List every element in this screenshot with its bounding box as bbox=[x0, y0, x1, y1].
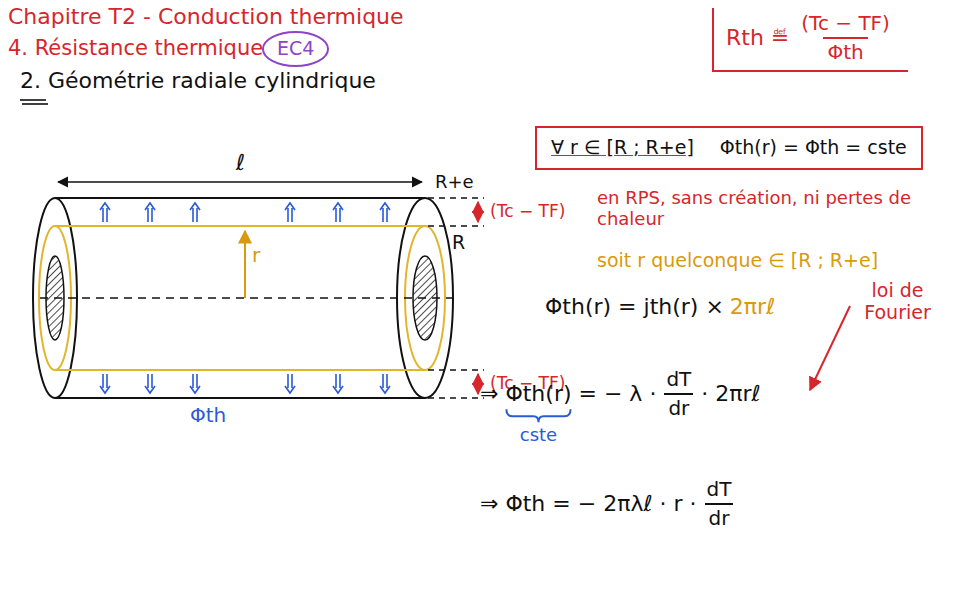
variable-note: soit r quelconque ∈ [R ; R+e] bbox=[597, 250, 878, 272]
denominator: dr bbox=[664, 393, 693, 420]
numerator: (Tc − TF) bbox=[797, 12, 894, 37]
denominator: Φth bbox=[823, 37, 867, 64]
flux-label: Φth bbox=[190, 404, 226, 427]
equation-row: ⇒ Φth = − 2πλℓ · r ·dTdr bbox=[480, 478, 735, 530]
hypothesis-note: en RPS, sans création, ni pertes de chal… bbox=[597, 188, 947, 229]
outer-radius-label: R+e bbox=[435, 172, 474, 193]
flux-constant: Φth(r) = Φth = cste bbox=[720, 137, 907, 159]
flux-arrow bbox=[100, 203, 110, 222]
line-shape bbox=[55, 369, 425, 371]
fraction: dTdr bbox=[703, 478, 736, 530]
chapter-title: Chapitre T2 - Conduction thermique bbox=[8, 4, 404, 29]
flux-arrow bbox=[333, 203, 343, 222]
course-code-circle: EC4 bbox=[262, 31, 329, 67]
line-shape bbox=[428, 225, 484, 226]
numerator: dT bbox=[703, 478, 736, 503]
flux-arrow bbox=[380, 374, 390, 393]
flux-arrow bbox=[145, 203, 155, 222]
temperature-difference: (Tc − TF) bbox=[490, 202, 565, 222]
line-shape bbox=[428, 397, 484, 398]
fourier-arrow bbox=[810, 306, 850, 390]
length-label: ℓ bbox=[236, 150, 245, 175]
domain-condition: ∀ r ∈ [R ; R+e] bbox=[551, 137, 694, 159]
radius-guides bbox=[428, 198, 484, 398]
length-arrow bbox=[58, 181, 422, 183]
law-note: loi de Fourier bbox=[850, 280, 945, 324]
radius-arrow bbox=[244, 231, 246, 298]
flux-arrow bbox=[380, 203, 390, 222]
flux-arrow bbox=[333, 374, 343, 393]
line-shape bbox=[22, 103, 48, 105]
result-box: ∀ r ∈ [R ; R+e] Φth(r) = Φth = cste bbox=[535, 126, 923, 170]
line-shape bbox=[55, 225, 425, 227]
equation-text: ⇒ Φth = − 2πλℓ · r · bbox=[480, 491, 697, 516]
flux-arrow bbox=[145, 374, 155, 393]
line-shape bbox=[20, 99, 46, 101]
section-heading: 4. Résistance thermique bbox=[8, 36, 263, 60]
equation-text: 2πrℓ bbox=[730, 294, 775, 319]
equation-row: Φth(r) = jth(r) ×2πrℓ bbox=[545, 294, 775, 319]
heat-flux-arrows bbox=[100, 203, 390, 393]
line-shape bbox=[55, 197, 425, 199]
line-shape bbox=[477, 202, 479, 222]
numerator: dT bbox=[662, 368, 695, 393]
underbrace bbox=[506, 409, 570, 422]
equation-text: · 2πrℓ bbox=[701, 381, 760, 406]
definition-term: Rth ≝ bbox=[726, 25, 789, 50]
fraction: dTdr bbox=[662, 368, 695, 420]
line-shape bbox=[477, 374, 479, 394]
equation-row: ⇒ Φth(r) = − λ ·dTdr· 2πrℓ bbox=[480, 368, 761, 420]
temperature-difference-arrows bbox=[477, 202, 479, 394]
brace-label: cste bbox=[520, 425, 557, 446]
radius-label: r bbox=[252, 244, 260, 267]
fraction: (Tc − TF)Φth bbox=[797, 12, 894, 64]
flux-arrow bbox=[190, 374, 200, 393]
subsection-heading: 2. Géométrie radiale cylindrique bbox=[20, 68, 376, 93]
inner-radius-label: R bbox=[452, 232, 465, 254]
cylinder-axis bbox=[40, 297, 455, 299]
line-shape bbox=[428, 369, 484, 370]
flux-arrow bbox=[285, 203, 295, 222]
flux-arrow bbox=[100, 374, 110, 393]
equation-text: ⇒ Φth(r) = − λ · bbox=[480, 381, 656, 406]
flux-arrow bbox=[285, 374, 295, 393]
flux-arrow bbox=[190, 203, 200, 222]
course-code: EC4 bbox=[277, 38, 314, 60]
equation-text: Φth(r) = jth(r) × bbox=[545, 294, 724, 319]
line-shape bbox=[428, 197, 484, 198]
denominator: dr bbox=[705, 503, 734, 530]
double-underline bbox=[20, 100, 48, 104]
definition-box: Rth ≝ (Tc − TF)Φth bbox=[712, 8, 908, 72]
line-shape bbox=[55, 397, 425, 399]
